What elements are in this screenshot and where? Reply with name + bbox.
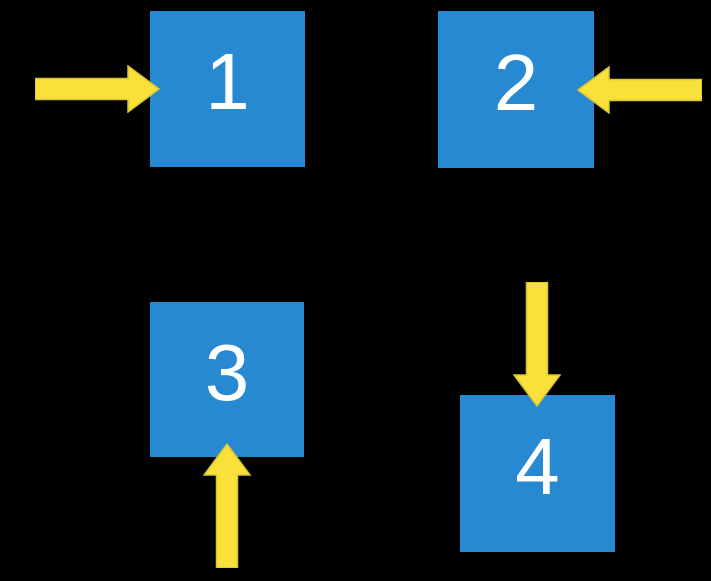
square-4-label: 4	[515, 421, 560, 511]
square-2-label: 2	[493, 37, 539, 127]
square-2: 2	[438, 11, 594, 168]
square-4: 4	[460, 395, 615, 552]
square-1: 1	[150, 11, 305, 167]
arrow-down-icon	[513, 282, 561, 407]
square-3: 3	[150, 302, 304, 457]
arrow-up-icon	[203, 443, 251, 568]
arrow-left-icon	[577, 66, 702, 114]
square-1-label: 1	[205, 37, 250, 126]
arrow-right-icon	[35, 65, 160, 113]
square-3-label: 3	[204, 327, 250, 417]
